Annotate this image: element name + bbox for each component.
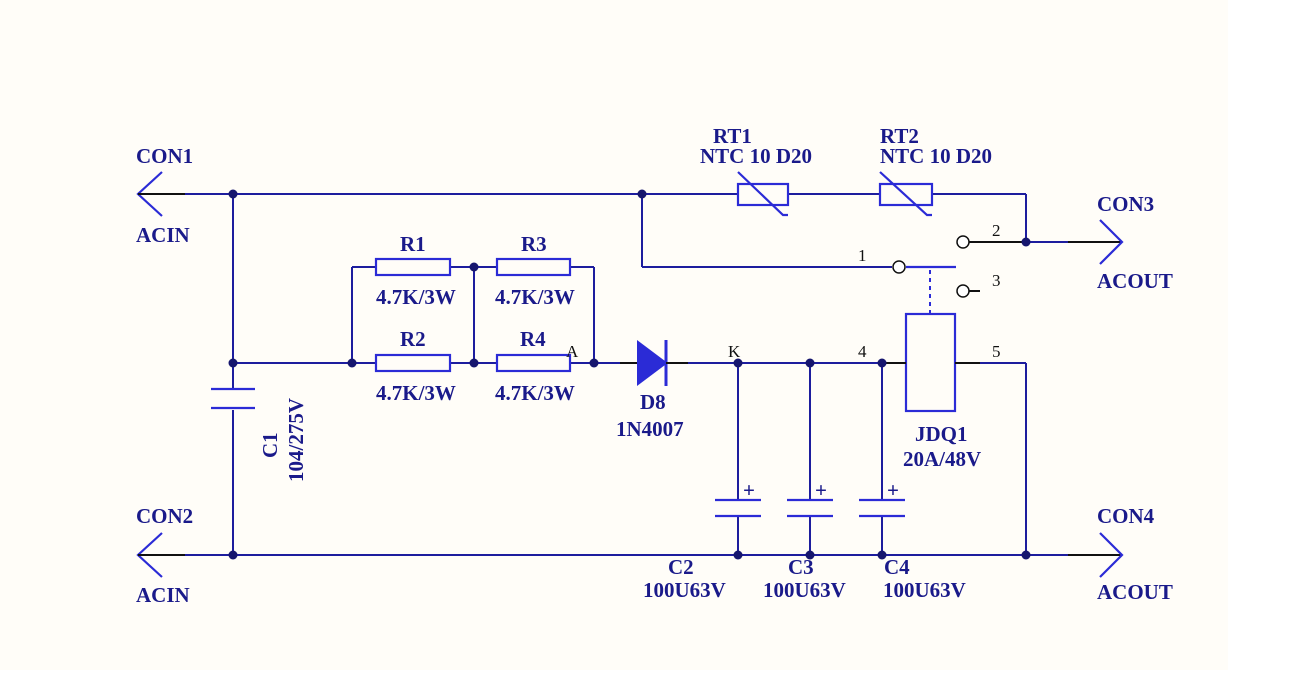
resistors (374, 257, 572, 373)
relay-pin-4-label: 4 (858, 342, 867, 361)
r2-value: 4.7K/3W (376, 381, 456, 405)
relay-jdq1 (882, 235, 1026, 413)
d8-anode-label: A (566, 342, 579, 361)
con1-designator: CON1 (136, 144, 193, 168)
con2-net: ACIN (136, 583, 190, 607)
relay-pin-2-label: 2 (992, 221, 1001, 240)
d8-designator: D8 (640, 390, 666, 414)
diode-d8 (620, 340, 688, 386)
con4-designator: CON4 (1097, 504, 1155, 528)
c4-designator: C4 (884, 555, 910, 579)
junction-dot (589, 358, 599, 368)
jdq1-value: 20A/48V (903, 447, 981, 471)
d8-triangle (637, 340, 668, 386)
con1-net: ACIN (136, 223, 190, 247)
junction-dot (877, 358, 887, 368)
junction-dot (469, 358, 479, 368)
r2-body (374, 353, 452, 373)
r4-body (495, 353, 572, 373)
con3-arrow-icon (1099, 219, 1124, 265)
thermistor-rt1 (736, 171, 790, 217)
r3-designator: R3 (521, 232, 547, 256)
junction-dot (1021, 237, 1031, 247)
relay-contact-3 (956, 284, 970, 298)
capacitor-c1 (211, 387, 255, 410)
capacitor-c3 (787, 498, 833, 518)
wires (185, 193, 1068, 556)
rt2-ntc-slash (879, 171, 932, 217)
c3-polarity-mark: + (815, 478, 827, 502)
rt2-value: NTC 10 D20 (880, 144, 992, 168)
relay-contact-1 (892, 260, 906, 274)
capacitor-c4 (859, 498, 905, 518)
rt1-ntc-slash (737, 171, 788, 217)
relay-coil-body (904, 312, 957, 413)
c4-value: 100U63V (883, 578, 966, 602)
c4-polarity-mark: + (887, 478, 899, 502)
con4-arrow-icon (1099, 532, 1124, 578)
jdq1-designator: JDQ1 (915, 422, 968, 446)
con3-designator: CON3 (1097, 192, 1154, 216)
junction-dots (228, 189, 1031, 560)
labels: CON1 ACIN CON2 ACIN CON3 ACOUT CON4 ACOU… (136, 124, 1173, 607)
rt1-body (736, 182, 790, 207)
c3-value: 100U63V (763, 578, 846, 602)
con2-designator: CON2 (136, 504, 193, 528)
r1-designator: R1 (400, 232, 426, 256)
c1-designator: C1 (258, 432, 282, 458)
junction-dot (228, 550, 238, 560)
junction-dot (347, 358, 357, 368)
junction-dot (805, 550, 815, 560)
r1-body (374, 257, 452, 277)
junction-dot (228, 189, 238, 199)
junction-dot (228, 358, 238, 368)
junction-dot (733, 550, 743, 560)
r3-body (495, 257, 572, 277)
junction-dot (469, 262, 479, 272)
junction-dot (805, 358, 815, 368)
junction-dot (637, 189, 647, 199)
relay-contact-2 (956, 235, 970, 249)
r4-value: 4.7K/3W (495, 381, 575, 405)
rt2-body (878, 182, 934, 207)
relay-pin-5-label: 5 (992, 342, 1001, 361)
con3-net: ACOUT (1097, 269, 1173, 293)
c1-value: 104/275V (284, 398, 308, 482)
rt1-designator: RT1 (713, 124, 752, 148)
r1-value: 4.7K/3W (376, 285, 456, 309)
thermistor-rt2 (878, 171, 934, 217)
connector-arrows (136, 171, 1124, 578)
con4-net: ACOUT (1097, 580, 1173, 604)
junction-dot (877, 550, 887, 560)
c2-polarity-mark: + (743, 478, 755, 502)
d8-cathode-label: K (728, 342, 741, 361)
c2-designator: C2 (668, 555, 694, 579)
relay-pin-3-label: 3 (992, 271, 1001, 290)
r2-designator: R2 (400, 327, 426, 351)
r4-designator: R4 (520, 327, 546, 351)
d8-value: 1N4007 (616, 417, 684, 441)
capacitor-c2 (715, 498, 761, 518)
relay-pin-1-label: 1 (858, 246, 867, 265)
c3-designator: C3 (788, 555, 814, 579)
junction-dot (1021, 550, 1031, 560)
c2-value: 100U63V (643, 578, 726, 602)
r3-value: 4.7K/3W (495, 285, 575, 309)
rt1-value: NTC 10 D20 (700, 144, 812, 168)
rt2-designator: RT2 (880, 124, 919, 148)
junction-dot (733, 358, 743, 368)
